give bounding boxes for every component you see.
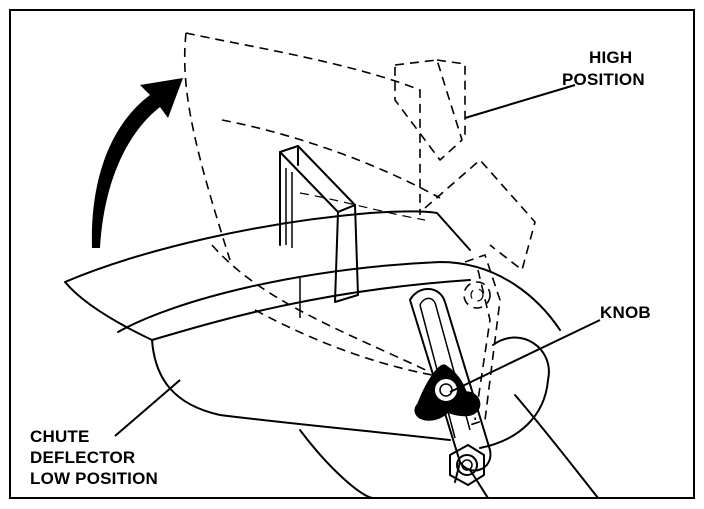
label-low-position: LOW POSITION [30, 469, 158, 488]
label-chute: CHUTE [30, 427, 90, 446]
label-position: POSITION [562, 70, 645, 89]
label-knob: KNOB [600, 303, 651, 322]
leader-chute-deflector [114, 379, 181, 437]
label-deflector: DEFLECTOR [30, 448, 135, 467]
three-lobe-knob-icon [414, 364, 481, 421]
bracket-high-position [463, 254, 501, 426]
leader-knob [449, 319, 601, 393]
deflector-low-position [64, 210, 550, 449]
curved-arrow-up-icon [91, 78, 183, 248]
hex-nut-icon [449, 444, 485, 486]
diagram-frame [9, 9, 695, 499]
leader-high-position [464, 84, 576, 119]
deflector-handle [279, 145, 359, 303]
deflector-high-position-outline [183, 32, 536, 376]
label-high: HIGH [589, 48, 632, 67]
